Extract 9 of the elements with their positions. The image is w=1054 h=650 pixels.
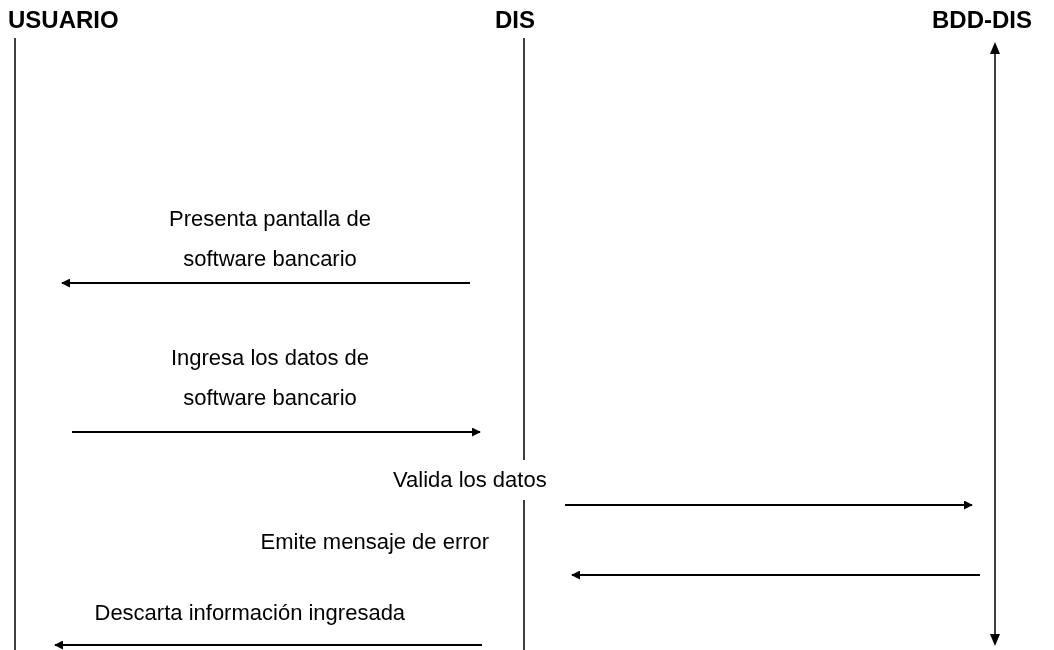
lifeline-heading: BDD-DIS [932, 6, 1032, 34]
lifeline-heading: USUARIO [8, 6, 119, 34]
message-arrow [61, 278, 471, 288]
message-arrow [54, 640, 483, 650]
message-arrow [571, 570, 981, 580]
message-arrow [564, 500, 973, 510]
message-label: Valida los datos [393, 460, 547, 500]
lifeline-heading: DIS [495, 6, 535, 34]
message-arrow [71, 427, 481, 437]
